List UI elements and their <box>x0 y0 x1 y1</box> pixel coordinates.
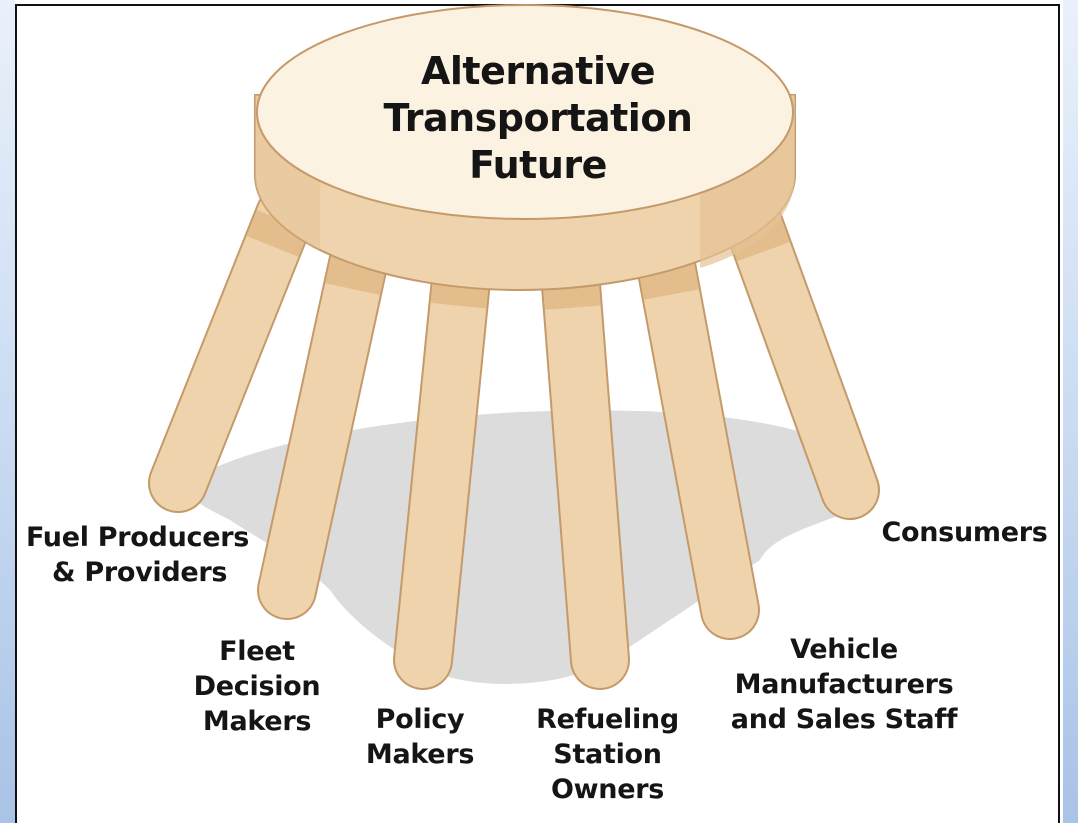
label-line: Vehicle <box>790 634 898 665</box>
label-line: Fuel Producers <box>26 522 249 553</box>
label-line: Makers <box>202 706 312 737</box>
leg-consumers <box>724 192 878 518</box>
label-fleet-decision-makers: Fleet Decision Makers <box>182 634 332 739</box>
label-line: Refueling <box>536 704 679 735</box>
label-line: Manufacturers <box>734 669 954 700</box>
leg-policy-makers <box>395 242 490 688</box>
label-line: Fleet <box>219 636 295 667</box>
right-decorative-strip <box>1063 0 1078 823</box>
stool-title-line-2: Transportation <box>383 96 693 140</box>
label-consumers: Consumers <box>872 515 1057 550</box>
label-vehicle-manufacturers: Vehicle Manufacturers and Sales Staff <box>718 632 970 737</box>
stool-title: Alternative Transportation Future <box>348 48 728 189</box>
stool-title-line-3: Future <box>469 143 607 187</box>
label-line: Owners <box>550 774 665 805</box>
label-line: Makers <box>365 739 475 770</box>
leg-refueling-station-owners <box>542 244 628 688</box>
seat-top <box>256 4 794 220</box>
leg-vehicle-manufacturers <box>637 232 758 638</box>
label-line: & Providers <box>52 557 228 588</box>
label-line: Consumers <box>881 517 1048 548</box>
stool-title-line-1: Alternative <box>420 49 656 93</box>
left-decorative-strip <box>0 0 15 823</box>
leg-fleet-decision-makers <box>259 227 388 618</box>
label-line: Policy <box>375 704 465 735</box>
label-line: and Sales Staff <box>730 704 958 735</box>
label-fuel-producers: Fuel Producers & Providers <box>26 520 249 590</box>
label-line: Station <box>553 739 662 770</box>
label-refueling-station-owners: Refueling Station Owners <box>520 702 695 807</box>
leg-fuel-producers <box>150 187 313 511</box>
label-line: Decision <box>193 671 321 702</box>
label-policy-makers: Policy Makers <box>345 702 495 772</box>
